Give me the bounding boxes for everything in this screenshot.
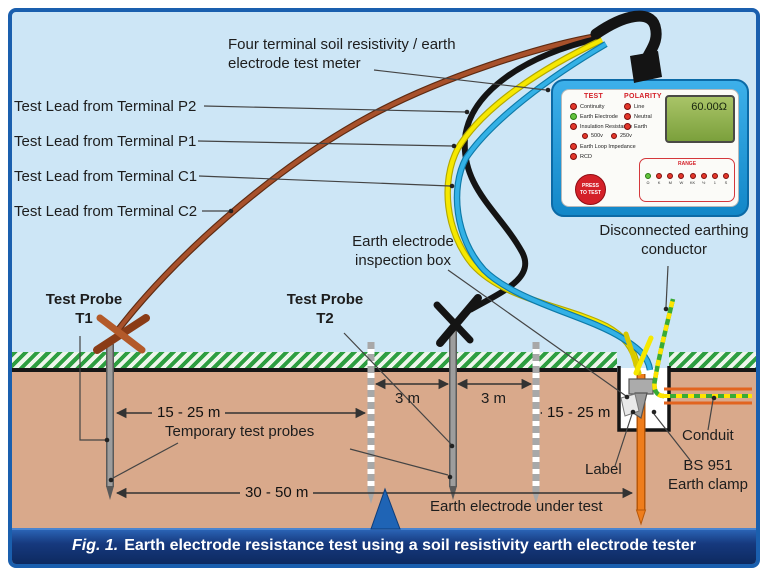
label-neutral: Neutral bbox=[634, 113, 652, 120]
caption-text: Earth electrode resistance test using a … bbox=[124, 537, 697, 554]
disconnected-conductor-label: Disconnected earthing conductor bbox=[599, 222, 749, 258]
dim-15-25-left: 15 - 25 m bbox=[152, 404, 226, 421]
meter-callout-label: Four terminal soil resistivity / earth e… bbox=[228, 36, 456, 72]
label-500v: 500v bbox=[591, 133, 603, 139]
dim-3m-right: 3 m bbox=[481, 390, 507, 407]
label-earth: Earth bbox=[634, 123, 648, 130]
led-earth-loop bbox=[570, 143, 577, 150]
lead-label-p1: Test Lead from Terminal P1 bbox=[14, 133, 197, 150]
caption-prefix: Fig. 1. bbox=[71, 537, 119, 554]
inspection-box-label: Earth electrode inspection box bbox=[352, 233, 454, 269]
meter-test-title: TEST bbox=[584, 93, 604, 100]
label-earth-electrode: Earth Electrode bbox=[580, 113, 618, 120]
label-250v: 250v bbox=[619, 133, 632, 139]
soil-ground bbox=[12, 372, 756, 528]
led-line bbox=[624, 103, 631, 110]
lcd-display: 60.00Ω bbox=[665, 95, 735, 143]
grass-strip-left bbox=[12, 352, 617, 372]
meter-face: TEST Continuity Earth Electrode Insulati… bbox=[561, 89, 739, 207]
dim-15-25-right: 15 - 25 m bbox=[542, 404, 616, 421]
label-rcd: RCD bbox=[580, 153, 592, 160]
led-insulation bbox=[570, 123, 577, 130]
range-led-2 bbox=[667, 173, 674, 179]
earth-test-meter: TEST Continuity Earth Electrode Insulati… bbox=[551, 79, 749, 217]
temporary-probes-label: Temporary test probes bbox=[165, 423, 315, 440]
label-line: Line bbox=[634, 103, 645, 110]
lcd-reading: 60.00Ω bbox=[691, 101, 727, 113]
dim-3m-left: 3 m bbox=[395, 390, 421, 407]
label-continuity: Continuity bbox=[580, 103, 605, 110]
meter-polarity-title: POLARITY bbox=[624, 93, 662, 100]
lead-label-c2: Test Lead from Terminal C2 bbox=[14, 203, 198, 220]
led-rcd bbox=[570, 153, 577, 160]
led-earth bbox=[624, 123, 631, 130]
label-earth-loop: Earth Loop Impedance bbox=[580, 143, 636, 150]
range-led-1 bbox=[656, 173, 663, 179]
range-led-0 bbox=[645, 173, 651, 179]
lead-label-p2: Test Lead from Terminal P2 bbox=[14, 98, 197, 115]
led-250v bbox=[610, 133, 617, 139]
range-led-7 bbox=[722, 173, 729, 179]
figure-caption: Fig. 1. Earth electrode resistance test u… bbox=[12, 528, 756, 564]
range-title: RANGE bbox=[677, 161, 697, 167]
range-led-4 bbox=[689, 173, 696, 179]
led-continuity bbox=[570, 103, 577, 110]
led-neutral bbox=[624, 113, 631, 120]
lead-label-c1: Test Lead from Terminal C1 bbox=[14, 168, 198, 185]
label-tag-text: Label bbox=[585, 461, 622, 478]
conduit-label: Conduit bbox=[682, 427, 734, 444]
led-earth-electrode bbox=[570, 113, 577, 120]
probe-t1-label: Test Probe T1 bbox=[45, 291, 123, 327]
range-led-6 bbox=[711, 173, 718, 179]
probe-t2-label: Test Probe T2 bbox=[286, 291, 364, 327]
bs951-label: BS 951 Earth clamp bbox=[667, 457, 749, 493]
range-leds: Ω K M W KK ½ 1 S bbox=[645, 173, 729, 185]
electrode-under-test-label: Earth electrode under test bbox=[430, 498, 603, 515]
grass-strip-right bbox=[669, 352, 756, 372]
press-to-test-button: PRESS TO TEST bbox=[575, 174, 606, 205]
range-led-3 bbox=[678, 173, 685, 179]
range-section: RANGE Ω K M W KK ½ 1 S bbox=[639, 158, 735, 202]
dim-30-50: 30 - 50 m bbox=[240, 484, 314, 501]
range-led-5 bbox=[700, 173, 707, 179]
led-500v bbox=[582, 133, 588, 139]
